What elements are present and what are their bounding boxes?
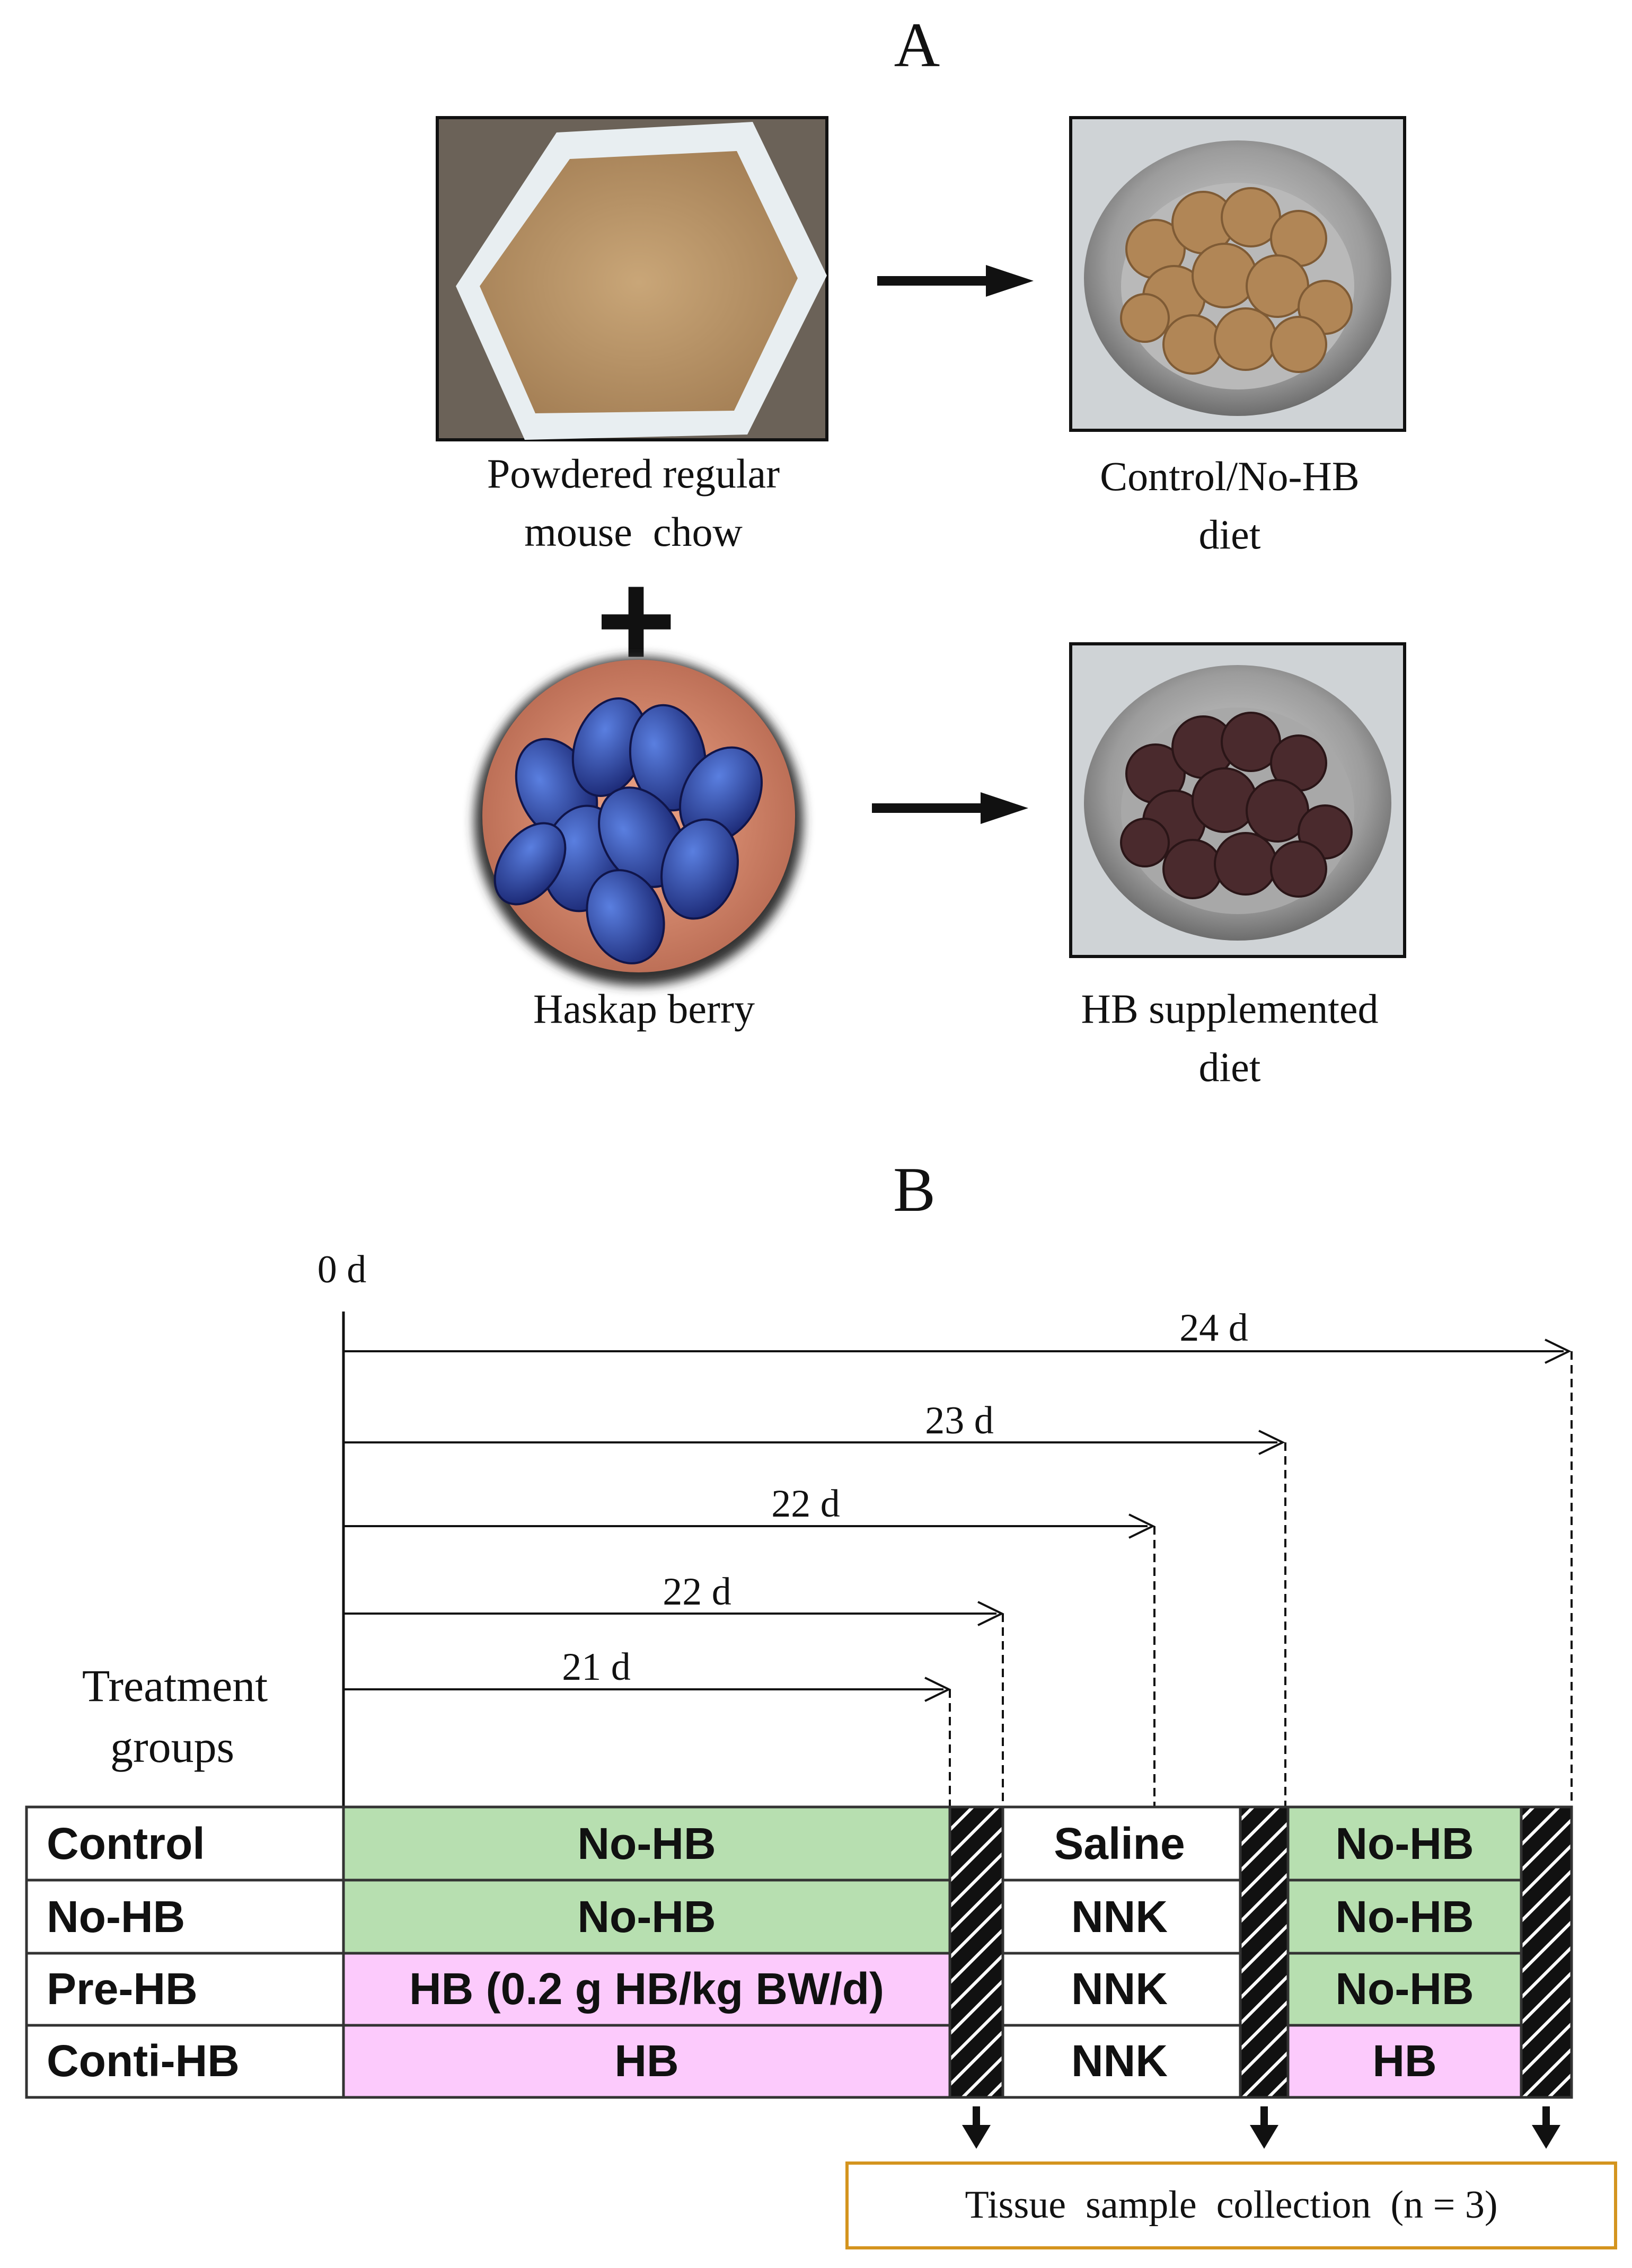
- panel-a-label: A: [894, 10, 940, 80]
- group-name: Conti-HB: [47, 2036, 240, 2086]
- table-row: Pre-HB HB (0.2 g HB/kg BW/d) NNK No-HB: [25, 1952, 1523, 2027]
- tissue-collection-box: Tissue sample collection (n = 3): [845, 2161, 1617, 2249]
- down-arrow-icon: [962, 2106, 991, 2149]
- hb-caption-line1: HB supplemented: [1081, 986, 1378, 1032]
- phase1-cell: HB: [614, 2036, 678, 2086]
- duration-label: 22 d: [771, 1482, 840, 1526]
- duration-label: 22 d: [663, 1570, 731, 1614]
- duration-label: 23 d: [925, 1399, 994, 1442]
- treatment-groups-label-line1: Treatment: [82, 1660, 268, 1711]
- phase3-cell: No-HB: [1335, 1819, 1474, 1868]
- duration-label: 24 d: [1179, 1306, 1248, 1350]
- group-name: Pre-HB: [47, 1964, 198, 2014]
- chow-caption-line2: mouse chow: [524, 509, 743, 555]
- duration-arrow: 22 d: [343, 1482, 1155, 1807]
- treatment-table: Control No-HB Saline No-HB No-HB No-HB N…: [25, 1805, 1573, 2099]
- hb-diet-photo: [1069, 642, 1406, 958]
- hb-caption-line2: diet: [1199, 1044, 1261, 1090]
- arrow-right-icon: [877, 265, 1034, 297]
- phase1-cell: HB (0.2 g HB/kg BW/d): [409, 1964, 884, 2014]
- phase2-cell: NNK: [1071, 1964, 1168, 2014]
- phase2-cell: NNK: [1071, 2036, 1168, 2086]
- phase2-cell: NNK: [1071, 1892, 1168, 1942]
- tissue-collection-label: Tissue sample collection (n = 3): [965, 2183, 1498, 2227]
- duration-arrow: 24 d: [343, 1306, 1573, 1807]
- chow-caption-line1: Powdered regular: [487, 450, 780, 497]
- control-diet-photo: [1069, 116, 1406, 432]
- duration-arrow: 22 d: [343, 1570, 1004, 1807]
- panel-b-label: B: [893, 1154, 936, 1225]
- control-caption-line1: Control/No-HB: [1100, 453, 1360, 499]
- down-arrow-icon: [1250, 2106, 1278, 2149]
- berry-caption: Haskap berry: [533, 986, 755, 1032]
- table-row: Control No-HB Saline No-HB: [25, 1805, 1523, 1882]
- group-name: Control: [47, 1819, 205, 1868]
- treatment-groups-label-line2: groups: [110, 1721, 234, 1772]
- table-row: Conti-HB HB NNK HB: [25, 2024, 1523, 2099]
- powdered-chow-photo: [436, 116, 828, 441]
- duration-label: 21 d: [562, 1645, 631, 1689]
- haskap-berry-photo: [474, 657, 803, 986]
- phase2-cell: Saline: [1054, 1819, 1185, 1868]
- collection-hatch-column: [1520, 1805, 1573, 2099]
- phase3-cell: No-HB: [1335, 1892, 1474, 1942]
- duration-arrow: 21 d: [343, 1645, 951, 1807]
- phase1-cell: No-HB: [577, 1819, 716, 1868]
- collection-hatch-column: [1239, 1805, 1290, 2099]
- table-row: No-HB No-HB NNK No-HB: [25, 1879, 1523, 1955]
- collection-hatch-column: [948, 1805, 1004, 2099]
- arrow-right-icon: [872, 792, 1028, 824]
- duration-arrows: 24 d 23 d 22 d 22 d 21 d: [343, 1306, 1573, 1807]
- phase3-cell: HB: [1372, 2036, 1436, 2086]
- control-caption-line2: diet: [1199, 511, 1261, 557]
- phase1-cell: No-HB: [577, 1892, 716, 1942]
- down-arrow-icon: [1532, 2106, 1560, 2149]
- phase3-cell: No-HB: [1335, 1964, 1474, 2014]
- duration-arrow: 23 d: [343, 1399, 1286, 1807]
- group-name: No-HB: [47, 1892, 185, 1942]
- start-day-label: 0 d: [317, 1248, 367, 1291]
